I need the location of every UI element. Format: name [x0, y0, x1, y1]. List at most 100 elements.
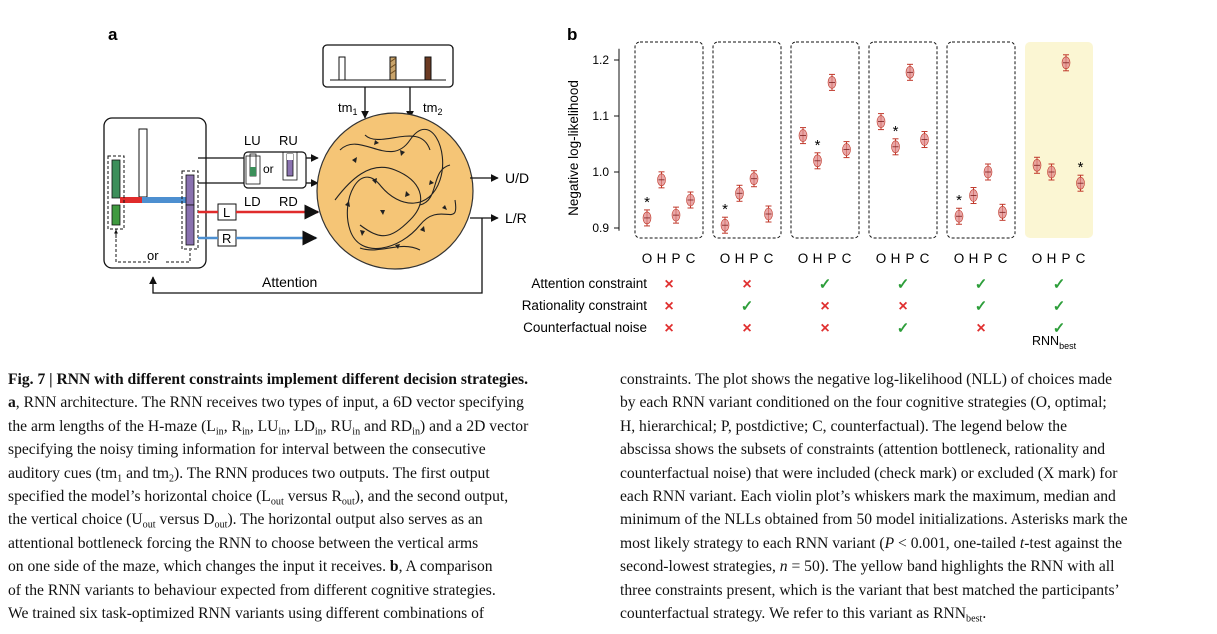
cross-mark: ×: [664, 276, 673, 293]
cross-mark: ×: [664, 298, 673, 315]
significance-asterisk: *: [722, 201, 728, 218]
caption-line: constraints. The plot shows the negative…: [620, 371, 1113, 388]
caption-line: three constraints present, which is the …: [620, 581, 1120, 599]
x-tick-label-H: H: [891, 251, 901, 266]
x-tick-label-O: O: [642, 251, 653, 266]
x-tick-label-C: C: [686, 251, 696, 266]
cross-mark: ×: [820, 298, 829, 315]
caption-line: each RNN variant. Each violin plot’s whi…: [620, 488, 1116, 506]
y-tick-label-3: 1.2: [592, 53, 609, 67]
y-tick-label-1: 1.0: [592, 165, 609, 179]
check-mark: ✓: [1053, 298, 1066, 315]
significance-asterisk: *: [956, 192, 962, 209]
caption-line: a, RNN architecture. The RNN receives tw…: [8, 394, 524, 412]
caption-line: most likely strategy to each RNN variant…: [620, 534, 1123, 552]
timing-box: [322, 44, 454, 88]
significance-asterisk: *: [815, 137, 821, 154]
panel-b-letter: b: [567, 25, 577, 44]
panel-b: b Negative log-likelihood 0.91.01.11.2 O…: [522, 25, 1093, 351]
cross-mark: ×: [742, 320, 751, 337]
cross-mark: ×: [820, 320, 829, 337]
constraint-row-label-2: Counterfactual noise: [523, 320, 647, 335]
cross-mark: ×: [742, 276, 751, 293]
or-bottom-label: or: [147, 248, 159, 263]
caption-line: minimum of the NLLs obtained from 50 mod…: [620, 511, 1128, 529]
x-tick-label-H: H: [735, 251, 745, 266]
attention-label: Attention: [262, 274, 317, 290]
x-tick-label-O: O: [954, 251, 965, 266]
caption-line: on one side of the maze, which changes t…: [8, 558, 493, 576]
tm2-label: tm2: [423, 100, 442, 117]
check-mark: ✓: [897, 320, 910, 337]
r-input-label: R: [222, 231, 231, 246]
variant-frame: [712, 41, 782, 239]
x-tick-label-H: H: [1047, 251, 1057, 266]
cross-mark: ×: [976, 320, 985, 337]
x-tick-label-P: P: [983, 251, 992, 266]
caption-line: the vertical choice (Uout versus Dout). …: [8, 511, 483, 531]
x-tick-label-O: O: [876, 251, 887, 266]
caption-left-column: Fig. 7 | RNN with different constraints …: [8, 368, 604, 625]
constraint-row-label-0: Attention constraint: [531, 276, 647, 291]
variant-frame: [634, 41, 704, 239]
caption-line: attentional bottleneck forcing the RNN t…: [8, 534, 479, 552]
x-tick-label-O: O: [798, 251, 809, 266]
x-tick-label-O: O: [720, 251, 731, 266]
lu-label: LU: [244, 133, 261, 148]
x-tick-label-C: C: [764, 251, 774, 266]
h-maze: [103, 117, 207, 269]
x-tick-label-H: H: [969, 251, 979, 266]
rnn-circle: [316, 112, 474, 270]
caption-line: We trained six task-optimized RNN varian…: [8, 605, 485, 623]
x-tick-label-C: C: [998, 251, 1008, 266]
variant-frame: [946, 41, 1016, 239]
panel-a-letter: a: [108, 25, 118, 44]
check-mark: ✓: [975, 276, 988, 293]
significance-asterisk: *: [644, 194, 650, 211]
check-mark: ✓: [819, 276, 832, 293]
y-tick-label-2: 1.1: [592, 109, 609, 123]
rd-label: RD: [279, 194, 298, 209]
significance-asterisk: *: [893, 123, 899, 140]
caption-line: H, hierarchical; P, postdictive; C, coun…: [620, 417, 1068, 435]
variant-frame: [868, 41, 938, 239]
cross-mark: ×: [898, 298, 907, 315]
x-tick-label-P: P: [827, 251, 836, 266]
caption-line: of the RNN variants to behaviour expecte…: [8, 581, 496, 599]
check-mark: ✓: [1053, 320, 1066, 337]
caption-line: counterfactual strategy. We refer to thi…: [620, 605, 987, 625]
y-tick-label-0: 0.9: [592, 221, 609, 235]
x-tick-label-C: C: [842, 251, 852, 266]
rnn-best-label: RNNbest: [1032, 334, 1077, 351]
figure-7: a tm1 tm2: [103, 25, 1093, 351]
x-tick-label-H: H: [813, 251, 823, 266]
cross-mark: ×: [664, 320, 673, 337]
caption-line: the arm lengths of the H-maze (Lin, Rin,…: [8, 417, 529, 438]
ud-output-label: U/D: [505, 170, 529, 186]
caption-right-column: constraints. The plot shows the negative…: [620, 368, 1210, 625]
check-mark: ✓: [897, 276, 910, 293]
caption-line: auditory cues (tm1 and tm2). The RNN pro…: [8, 464, 490, 485]
l-input-label: L: [223, 205, 230, 220]
x-tick-label-O: O: [1032, 251, 1043, 266]
highlight-band: [1025, 42, 1093, 238]
x-tick-label-H: H: [657, 251, 667, 266]
panel-a: a tm1 tm2: [103, 25, 529, 294]
check-mark: ✓: [975, 298, 988, 315]
x-tick-label-C: C: [1076, 251, 1086, 266]
tm1-label: tm1: [338, 100, 357, 117]
x-tick-label-C: C: [920, 251, 930, 266]
x-tick-label-P: P: [1061, 251, 1070, 266]
lr-output-label: L/R: [505, 210, 527, 226]
vertical-arm-inputs: [243, 151, 307, 189]
or-mid-label: or: [263, 162, 274, 176]
caption-line: specifying the noisy timing information …: [8, 441, 486, 459]
caption-line: second-lowest strategies, n = 50). The y…: [620, 558, 1115, 576]
ld-label: LD: [244, 194, 261, 209]
x-tick-label-P: P: [671, 251, 680, 266]
